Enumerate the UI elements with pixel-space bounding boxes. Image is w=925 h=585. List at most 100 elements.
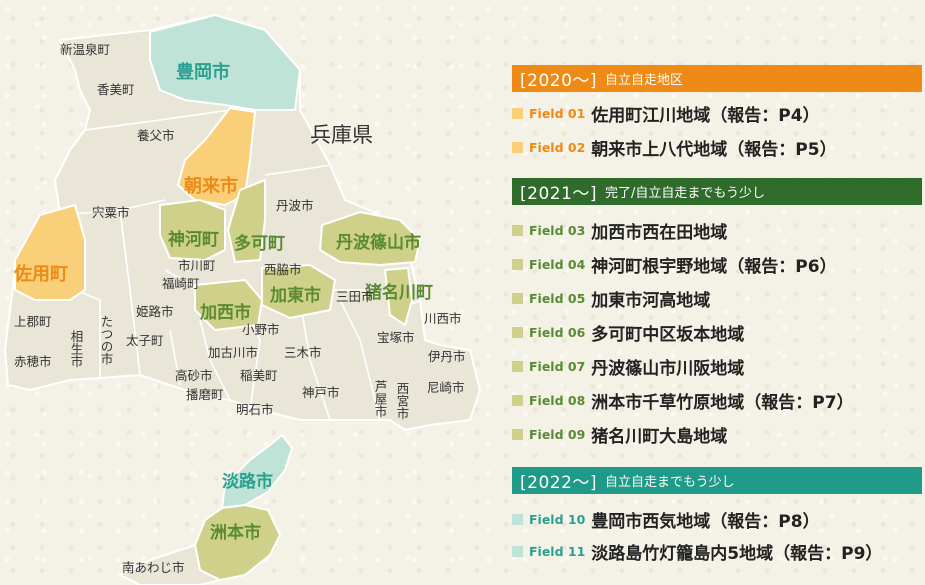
legend-field-row: Field 09 猪名川町大島地域 bbox=[512, 421, 727, 447]
field-name: 豊岡市西気地域（報告：P8） bbox=[591, 511, 820, 532]
region-minamiawaji bbox=[117, 543, 223, 585]
svg-text:相生市: 相生市 bbox=[69, 330, 84, 368]
muni-label: 三木市 bbox=[284, 345, 322, 360]
muni-label: 福崎町 bbox=[162, 276, 200, 291]
legend-field-row: Field 07 丹波篠山市川阪地域 bbox=[512, 353, 744, 379]
svg-text:芦屋市: 芦屋市 bbox=[373, 380, 388, 418]
region-taka bbox=[226, 178, 266, 264]
legend-year: [2021〜] bbox=[520, 184, 598, 204]
field-name: 猪名川町大島地域 bbox=[591, 426, 728, 447]
region-kasai bbox=[194, 278, 264, 332]
field-id: Field 07 bbox=[529, 358, 586, 374]
muni-label: 新温泉町 bbox=[60, 42, 110, 57]
label-kasai: 加西市 bbox=[199, 302, 251, 323]
muni-label: 小野市 bbox=[242, 322, 280, 337]
muni-label: 香美町 bbox=[97, 82, 135, 97]
label-inagawa: 猪名川町 bbox=[365, 282, 433, 303]
field-id: Field 11 bbox=[529, 543, 586, 559]
muni-label: 赤穂市 bbox=[14, 354, 52, 369]
field-name: 加西市西在田地域 bbox=[591, 222, 728, 243]
field-id: Field 01 bbox=[529, 105, 586, 121]
field-id: Field 10 bbox=[529, 511, 586, 527]
legend-year: [2022〜] bbox=[520, 473, 598, 493]
muni-label: 養父市 bbox=[137, 128, 175, 143]
muni-label: 播磨町 bbox=[186, 387, 224, 402]
label-kato: 加東市 bbox=[269, 285, 321, 306]
muni-label: 三田市 bbox=[336, 289, 374, 304]
field-name: 朝来市上八代地域（報告：P5） bbox=[591, 139, 837, 160]
muni-label: 伊丹市 bbox=[428, 349, 466, 364]
muni-label: 宍粟市 bbox=[92, 205, 130, 220]
legend-field-row: Field 03 加西市西在田地域 bbox=[512, 217, 727, 243]
legend-year: [2020〜] bbox=[520, 71, 598, 91]
muni-label: 稲美町 bbox=[240, 368, 278, 383]
muni-label: 姫路市 bbox=[136, 304, 174, 319]
legend-desc: 自立自走地区 bbox=[605, 73, 684, 88]
muni-label-vertical: 芦屋市 bbox=[373, 380, 388, 418]
field-name: 多可町中区坂本地域 bbox=[591, 324, 745, 345]
legend-desc: 完了/自立自走までもう少し bbox=[605, 186, 766, 201]
label-kamikawa: 神河町 bbox=[168, 229, 219, 250]
muni-label: 川西市 bbox=[424, 311, 462, 326]
legend-header-2020: [2020〜] 自立自走地区 bbox=[512, 65, 922, 92]
muni-label: 尼崎市 bbox=[427, 380, 465, 395]
legend-swatch bbox=[512, 545, 523, 557]
region-sumoto bbox=[193, 503, 282, 582]
svg-text:たつの市: たつの市 bbox=[99, 315, 114, 365]
legend-swatch bbox=[512, 224, 523, 236]
muni-label: 南あわじ市 bbox=[122, 560, 185, 575]
field-id: Field 06 bbox=[529, 324, 586, 340]
legend-field-row: Field 05 加東市河高地域 bbox=[512, 285, 710, 311]
field-id: Field 09 bbox=[529, 426, 586, 442]
legend-field-row: Field 08 洲本市千草竹原地域（報告：P7） bbox=[512, 387, 854, 413]
muni-label: 西脇市 bbox=[264, 262, 302, 277]
region-tambasasayama bbox=[318, 210, 422, 267]
muni-label-vertical: 西宮市 bbox=[395, 382, 410, 420]
region-inagawa bbox=[383, 266, 414, 327]
label-awaji: 淡路市 bbox=[222, 471, 273, 492]
legend-swatch bbox=[512, 326, 523, 338]
muni-label: 市川町 bbox=[178, 258, 216, 273]
svg-text:西宮市: 西宮市 bbox=[395, 382, 410, 420]
muni-label-vertical: たつの市 bbox=[99, 315, 114, 365]
legend-swatch bbox=[512, 428, 523, 440]
muni-label: 高砂市 bbox=[175, 368, 213, 383]
muni-label: 太子町 bbox=[126, 333, 164, 348]
legend-swatch bbox=[512, 141, 523, 153]
region-asago bbox=[176, 106, 257, 207]
legend-field-row: Field 01 佐用町江川地域（報告：P4） bbox=[512, 100, 820, 126]
field-name: 淡路島竹灯籠島内5地域（報告：P9） bbox=[591, 543, 883, 564]
hyogo-map: 兵庫県 豊岡市 朝来市 佐用町 神河町 多可町 丹波篠山市 加東市 猪名川町 加… bbox=[3, 13, 482, 585]
muni-label: 上郡町 bbox=[14, 314, 52, 329]
legend-swatch bbox=[512, 360, 523, 372]
legend-swatch bbox=[512, 258, 523, 270]
label-toyooka: 豊岡市 bbox=[176, 61, 230, 83]
legend-swatch bbox=[512, 107, 523, 119]
legend-swatch bbox=[512, 394, 523, 406]
field-name: 洲本市千草竹原地域（報告：P7） bbox=[591, 392, 854, 413]
muni-label: 加古川市 bbox=[208, 345, 258, 360]
label-asago: 朝来市 bbox=[184, 175, 238, 197]
field-name: 神河町根宇野地域（報告：P6） bbox=[591, 256, 837, 277]
legend-header-2021: [2021〜] 完了/自立自走までもう少し bbox=[512, 178, 922, 205]
legend-field-row: Field 04 神河町根宇野地域（報告：P6） bbox=[512, 251, 837, 277]
muni-label: 明石市 bbox=[236, 402, 274, 417]
legend-swatch bbox=[512, 513, 523, 525]
muni-label-vertical: 相生市 bbox=[69, 330, 84, 368]
legend-desc: 自立自走までもう少し bbox=[605, 475, 735, 490]
field-id: Field 08 bbox=[529, 392, 586, 408]
muni-label: 宝塚市 bbox=[377, 330, 415, 345]
label-sayo: 佐用町 bbox=[13, 263, 68, 285]
label-tambasasayama: 丹波篠山市 bbox=[336, 232, 421, 253]
field-id: Field 04 bbox=[529, 256, 586, 272]
legend-field-row: Field 10 豊岡市西気地域（報告：P8） bbox=[512, 506, 820, 532]
field-name: 丹波篠山市川阪地域 bbox=[591, 358, 745, 379]
region-sayo bbox=[14, 203, 86, 301]
region-kamikawa bbox=[159, 198, 226, 262]
label-taka: 多可町 bbox=[234, 233, 285, 254]
muni-label: 神戸市 bbox=[302, 385, 340, 400]
legend-header-2022: [2022〜] 自立自走までもう少し bbox=[512, 467, 922, 494]
field-id: Field 02 bbox=[529, 139, 586, 155]
prefecture-label: 兵庫県 bbox=[310, 123, 373, 147]
legend-swatch bbox=[512, 292, 523, 304]
